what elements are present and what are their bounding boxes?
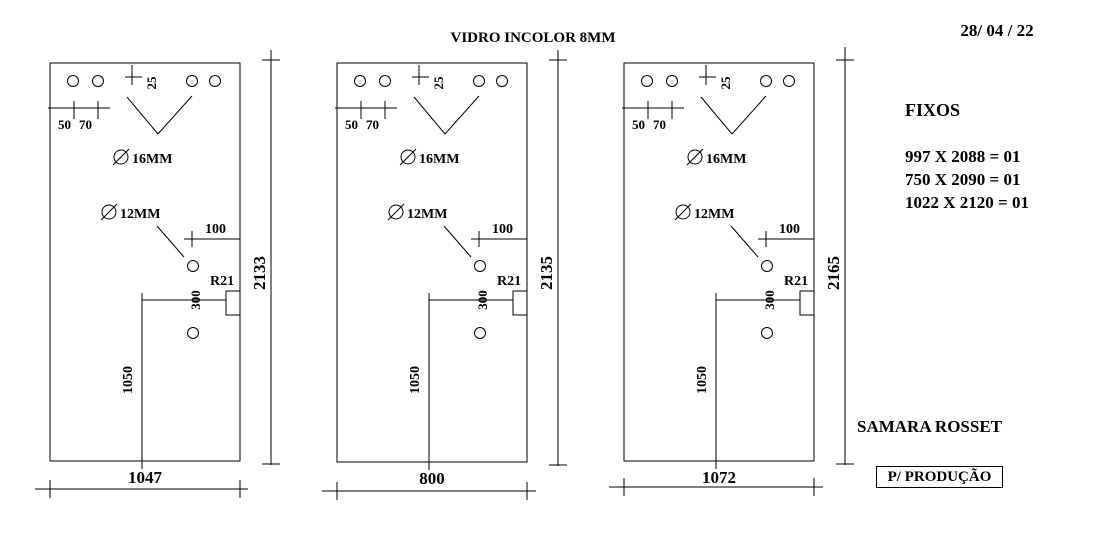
drawing-date: 28/ 04 / 22 (960, 21, 1033, 40)
hole (67, 75, 79, 87)
production-stamp: P/ PRODUÇÃO (876, 466, 1003, 488)
diameter-symbol-icon (101, 204, 117, 220)
dimension-label-edge-offset: 100 (779, 222, 800, 237)
dimension-label-edge-offset: 100 (205, 222, 226, 237)
diameter-symbol-slash (686, 148, 704, 166)
dimension-label-spacing-b: 70 (79, 117, 92, 132)
diameter-label-12mm: 12MM (694, 207, 734, 222)
dimension-label-height: 2165 (824, 256, 843, 290)
summary-line: 997 X 2088 = 01 (905, 147, 1020, 166)
diameter-symbol-icon (388, 204, 404, 220)
dimension-label-height: 2133 (250, 256, 269, 290)
hole (761, 260, 773, 272)
hole (641, 75, 653, 87)
radius-notch (225, 290, 241, 316)
dimension-label-top-offset: 25 (144, 76, 159, 90)
hole (186, 75, 198, 87)
dimension-label-top-offset: 25 (718, 76, 733, 90)
leader-line (700, 96, 733, 135)
dimension-label-spacing-a: 50 (345, 117, 358, 132)
panel-outline (336, 62, 528, 463)
leader-line (156, 225, 185, 258)
hole (474, 260, 486, 272)
diameter-symbol-slash (387, 203, 405, 221)
dimension-label-base-height: 1050 (121, 366, 136, 394)
radius-label: R21 (210, 274, 234, 289)
hole (354, 75, 366, 87)
hole (473, 75, 485, 87)
leader-line (157, 95, 193, 135)
dimension-label-top-offset: 25 (431, 76, 446, 90)
client-name: SAMARA ROSSET (857, 417, 1003, 436)
summary-line: 1022 X 2120 = 01 (905, 193, 1029, 212)
radius-notch (512, 290, 528, 316)
dimension-label-width: 1047 (128, 468, 163, 487)
summary-heading: FIXOS (905, 100, 960, 120)
diameter-symbol-slash (674, 203, 692, 221)
hole (474, 327, 486, 339)
drawing-title: VIDRO INCOLOR 8MM (451, 30, 616, 46)
dimension-label-spacing-b: 70 (366, 117, 379, 132)
hole (187, 327, 199, 339)
diameter-symbol-icon (400, 149, 416, 165)
dimension-label-base-height: 1050 (695, 366, 710, 394)
summary-line: 750 X 2090 = 01 (905, 170, 1020, 189)
diameter-label-16mm: 16MM (419, 152, 459, 167)
dimension-label-base-height: 1050 (408, 366, 423, 394)
diameter-label-12mm: 12MM (407, 207, 447, 222)
leader-line (444, 95, 480, 135)
dimension-label-spacing-b: 70 (653, 117, 666, 132)
hole (209, 75, 221, 87)
diameter-symbol-slash (399, 148, 417, 166)
diameter-symbol-icon (675, 204, 691, 220)
dimension-label-edge-offset: 100 (492, 222, 513, 237)
hole (666, 75, 678, 87)
hole (761, 327, 773, 339)
hole (92, 75, 104, 87)
diameter-label-16mm: 16MM (706, 152, 746, 167)
panel-outline (623, 62, 815, 462)
leader-line (413, 96, 446, 135)
diameter-symbol-slash (100, 203, 118, 221)
dimension-label-height: 2135 (537, 256, 556, 290)
diameter-label-16mm: 16MM (132, 152, 172, 167)
hole (496, 75, 508, 87)
hole (187, 260, 199, 272)
diameter-symbol-slash (112, 148, 130, 166)
dimension-label-spacing-a: 50 (632, 117, 645, 132)
radius-label: R21 (784, 274, 808, 289)
radius-label: R21 (497, 274, 521, 289)
dimension-label-spacing-a: 50 (58, 117, 71, 132)
radius-notch (799, 290, 815, 316)
leader-line (731, 95, 767, 135)
panel-outline (49, 62, 241, 462)
leader-line (730, 225, 759, 258)
hole (760, 75, 772, 87)
dimension-label-width: 1072 (702, 468, 736, 487)
diameter-label-12mm: 12MM (120, 207, 160, 222)
leader-line (126, 96, 159, 135)
hole (783, 75, 795, 87)
leader-line (443, 225, 472, 258)
dimension-label-width: 800 (419, 469, 445, 488)
diameter-symbol-icon (113, 149, 129, 165)
hole (379, 75, 391, 87)
diameter-symbol-icon (687, 149, 703, 165)
